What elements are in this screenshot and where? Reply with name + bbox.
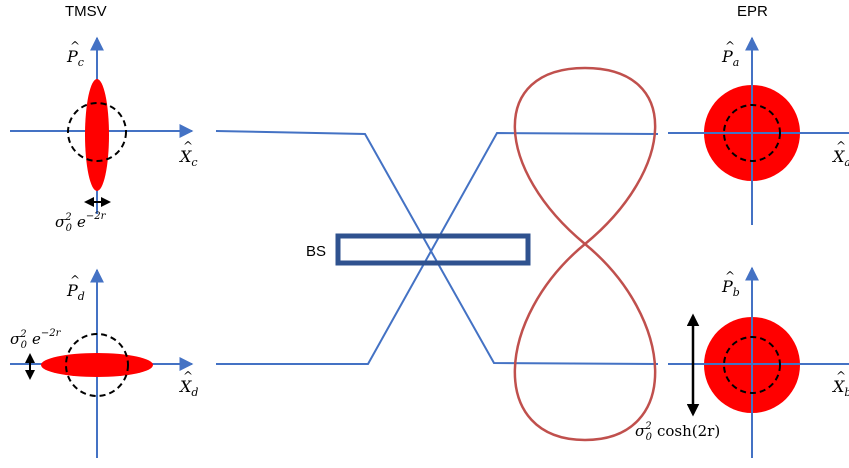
pa-label: Pa (721, 47, 739, 69)
epr-title: EPR (737, 3, 768, 20)
xb-label: Xb (831, 377, 849, 399)
xd-hat: ^ (183, 369, 193, 383)
tmsv-title: TMSV (65, 3, 107, 20)
entanglement-loop (513, 66, 657, 442)
bs-label: BS (306, 243, 326, 260)
beam-splitter (335, 233, 531, 266)
xa-label: Xa (831, 147, 849, 169)
xb-hat: ^ (836, 369, 846, 383)
beam-c-to-b (215, 130, 659, 365)
xc-hat: ^ (183, 139, 193, 153)
xa-hat: ^ (836, 139, 846, 153)
pc-hat: ^ (70, 39, 80, 53)
squeezed-state-c (85, 79, 109, 191)
vacuum-circle-a (723, 104, 781, 162)
beam-paths (215, 130, 659, 365)
pb-hat: ^ (725, 269, 735, 283)
pc-label: Pc (66, 47, 84, 69)
xd-label: Xd (178, 377, 198, 399)
vacuum-circle-b (723, 336, 781, 394)
pa-hat: ^ (725, 39, 735, 53)
squeezed-state-d (41, 353, 153, 377)
xc-label: Xc (178, 147, 198, 169)
pd-label: Pd (66, 281, 85, 303)
pd-hat: ^ (70, 273, 80, 287)
beam-d-to-a (216, 131, 659, 365)
pb-label: Pb (721, 277, 740, 299)
vacuum-circle-c (67, 102, 127, 162)
vacuum-circle-d (65, 333, 129, 397)
epr-a-panel: Pa ^ Xa ^ (668, 36, 849, 225)
